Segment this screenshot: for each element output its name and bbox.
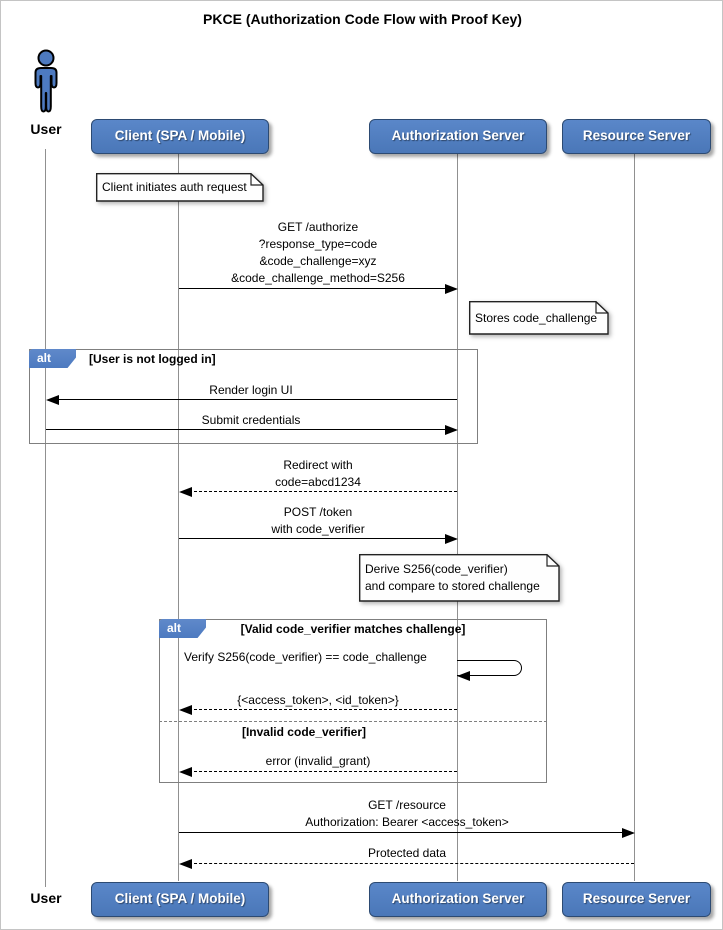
user-actor-icon — [34, 49, 58, 113]
user-actor-label-top: User — [30, 121, 62, 137]
note-stores-challenge-text: Stores code_challenge — [475, 311, 598, 325]
message-line: GET /resource — [368, 798, 446, 812]
note-client-initiates — [95, 172, 264, 202]
message-protected-data-arrow — [189, 863, 634, 864]
lifeline-user — [45, 149, 46, 887]
message-line: with code_verifier — [271, 522, 365, 536]
participant-box-client-top: Client (SPA / Mobile) — [91, 119, 269, 154]
user-actor-label-bottom: User — [30, 890, 62, 906]
note-client-initiates-text: Client initiates auth request — [102, 180, 247, 194]
alt-fragment-verify-guard: [Valid code_verifier matches challenge] — [240, 622, 466, 636]
message-line: Authorization: Bearer <access_token> — [305, 815, 509, 829]
message-render-login-label: Render login UI — [209, 383, 293, 397]
message-tokens-label: {<access_token>, <id_token>} — [237, 693, 399, 707]
message-get-resource-arrow — [179, 832, 624, 833]
message-error-arrow — [189, 771, 457, 772]
note-derive-s256-text: Derive S256(code_verifier) and compare t… — [365, 561, 540, 595]
message-submit-credentials-arrow — [46, 429, 447, 430]
note-derive-s256 — [358, 553, 560, 602]
alt-fragment-else-guard: [Invalid code_verifier] — [241, 725, 367, 739]
participant-box-resource-server-bottom: Resource Server — [562, 882, 711, 917]
message-line: ?response_type=code — [258, 237, 378, 251]
participant-box-client-bottom: Client (SPA / Mobile) — [91, 882, 269, 917]
arrowhead-right-icon — [445, 284, 458, 294]
message-post-token-label: POST /token with code_verifier — [183, 504, 453, 538]
message-get-authorize-label: GET /authorize ?response_type=code &code… — [183, 219, 453, 287]
alt-fragment-divider — [159, 721, 547, 722]
diagram-title: PKCE (Authorization Code Flow with Proof… — [203, 11, 522, 27]
participant-box-resource-server-top: Resource Server — [562, 119, 711, 154]
message-tokens-arrow — [189, 709, 457, 710]
alt-fragment-verify — [159, 619, 547, 783]
message-post-token-arrow — [179, 538, 447, 539]
alt-fragment-verify-operator: alt — [159, 619, 206, 638]
alt-fragment-login-guard: [User is not logged in] — [89, 352, 216, 366]
arrowhead-left-icon — [457, 671, 470, 681]
message-line: &code_challenge=xyz — [259, 254, 377, 268]
message-redirect-arrow — [189, 491, 457, 492]
message-line: Redirect with — [283, 458, 353, 472]
arrowhead-left-icon — [46, 395, 59, 405]
note-stores-challenge — [468, 300, 609, 335]
participant-box-auth-server-bottom: Authorization Server — [369, 882, 547, 917]
alt-fragment-login-operator: alt — [29, 349, 76, 368]
arrowhead-right-icon — [445, 425, 458, 435]
lifeline-client — [178, 153, 179, 881]
message-redirect-label: Redirect with code=abcd1234 — [183, 457, 453, 491]
message-protected-data-label: Protected data — [367, 846, 447, 860]
message-line: GET /authorize — [277, 220, 359, 234]
self-loop-arrow — [457, 660, 522, 676]
message-get-authorize-arrow — [179, 288, 447, 289]
note-line: Derive S256(code_verifier) — [365, 562, 508, 576]
message-get-resource-label: GET /resource Authorization: Bearer <acc… — [272, 797, 542, 831]
message-line: &code_challenge_method=S256 — [231, 271, 405, 285]
message-submit-credentials-label: Submit credentials — [201, 413, 301, 427]
arrowhead-left-icon — [179, 705, 192, 715]
arrowhead-left-icon — [179, 767, 192, 777]
message-render-login-arrow — [56, 399, 457, 400]
message-verify-label: Verify S256(code_verifier) == code_chall… — [184, 650, 427, 664]
arrowhead-left-icon — [179, 859, 192, 869]
lifeline-resource-server — [634, 153, 635, 881]
arrowhead-left-icon — [179, 487, 192, 497]
alt-fragment-login — [29, 349, 478, 444]
arrowhead-right-icon — [445, 534, 458, 544]
message-line: code=abcd1234 — [275, 475, 361, 489]
message-error-label: error (invalid_grant) — [265, 754, 371, 768]
lifeline-auth-server — [457, 153, 458, 881]
arrowhead-right-icon — [622, 828, 635, 838]
message-line: POST /token — [283, 505, 353, 519]
note-line: and compare to stored challenge — [365, 579, 540, 593]
participant-box-auth-server-top: Authorization Server — [369, 119, 547, 154]
